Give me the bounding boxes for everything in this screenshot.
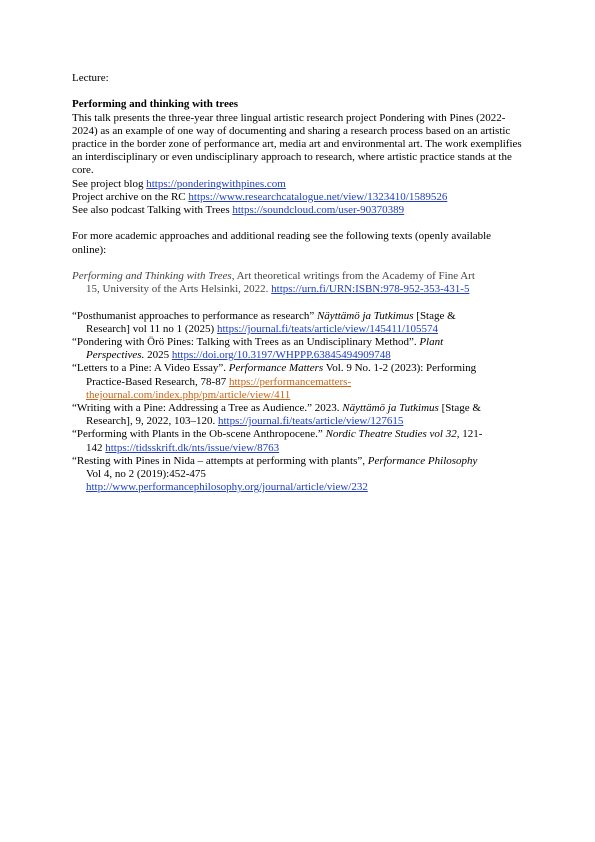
reference-link-3-continued[interactable]: thejournal.com/index.php/pm/article/view… bbox=[86, 388, 291, 401]
lecture-label: Lecture: bbox=[72, 72, 109, 84]
reference-link-3[interactable]: https://performancematters- bbox=[228, 375, 352, 388]
reference-link-6[interactable]: http://www.performancephilosophy.org/jou… bbox=[86, 481, 368, 494]
podcast-line: See also podcast Talking with Trees http… bbox=[72, 204, 405, 217]
book-link[interactable]: https://urn.fi/URN:ISBN:978-952-353-431-… bbox=[271, 283, 470, 296]
reference-item-1: “Posthumanist approaches to performance … bbox=[72, 309, 456, 335]
reference-link-1[interactable]: https://journal.fi/teats/article/view/14… bbox=[216, 322, 439, 335]
reference-item-3: “Letters to a Pine: A Video Essay”. Perf… bbox=[72, 362, 477, 401]
lecture-title: Performing and thinking with trees bbox=[72, 98, 239, 111]
abstract-paragraph: This talk presents the three-year three … bbox=[72, 111, 522, 177]
project-archive-link[interactable]: https://www.researchcatalogue.net/view/1… bbox=[188, 190, 448, 203]
reference-link-5[interactable]: https://tidsskrift.dk/nts/issue/view/876… bbox=[105, 441, 280, 454]
reference-item-2: “Pondering with Örö Pines: Talking with … bbox=[72, 336, 444, 362]
reference-item-4: “Writing with a Pine: Addressing a Tree … bbox=[72, 402, 481, 428]
reference-link-2[interactable]: https://doi.org/10.3197/WHPPP.6384549490… bbox=[171, 349, 391, 362]
project-archive-line: Project archive on the RC https://www.re… bbox=[72, 190, 448, 203]
reference-item-5: “Performing with Plants in the Ob-scene … bbox=[72, 428, 483, 454]
project-blog-line: See project blog https://ponderingwithpi… bbox=[72, 177, 286, 190]
further-reading-intro: For more academic approaches and additio… bbox=[72, 230, 492, 256]
reference-item-6: “Resting with Pines in Nida – attempts a… bbox=[72, 454, 478, 494]
project-blog-link[interactable]: https://ponderingwithpines.com bbox=[146, 177, 286, 190]
document-page: Lecture: Performing and thinking with tr… bbox=[72, 72, 525, 494]
book-title: Performing and Thinking with Trees bbox=[72, 270, 232, 282]
podcast-link[interactable]: https://soundcloud.com/user-90370389 bbox=[232, 204, 405, 217]
book-reference: Performing and Thinking with Trees, Art … bbox=[72, 270, 475, 296]
reference-link-4[interactable]: https://journal.fi/teats/article/view/12… bbox=[217, 415, 404, 428]
